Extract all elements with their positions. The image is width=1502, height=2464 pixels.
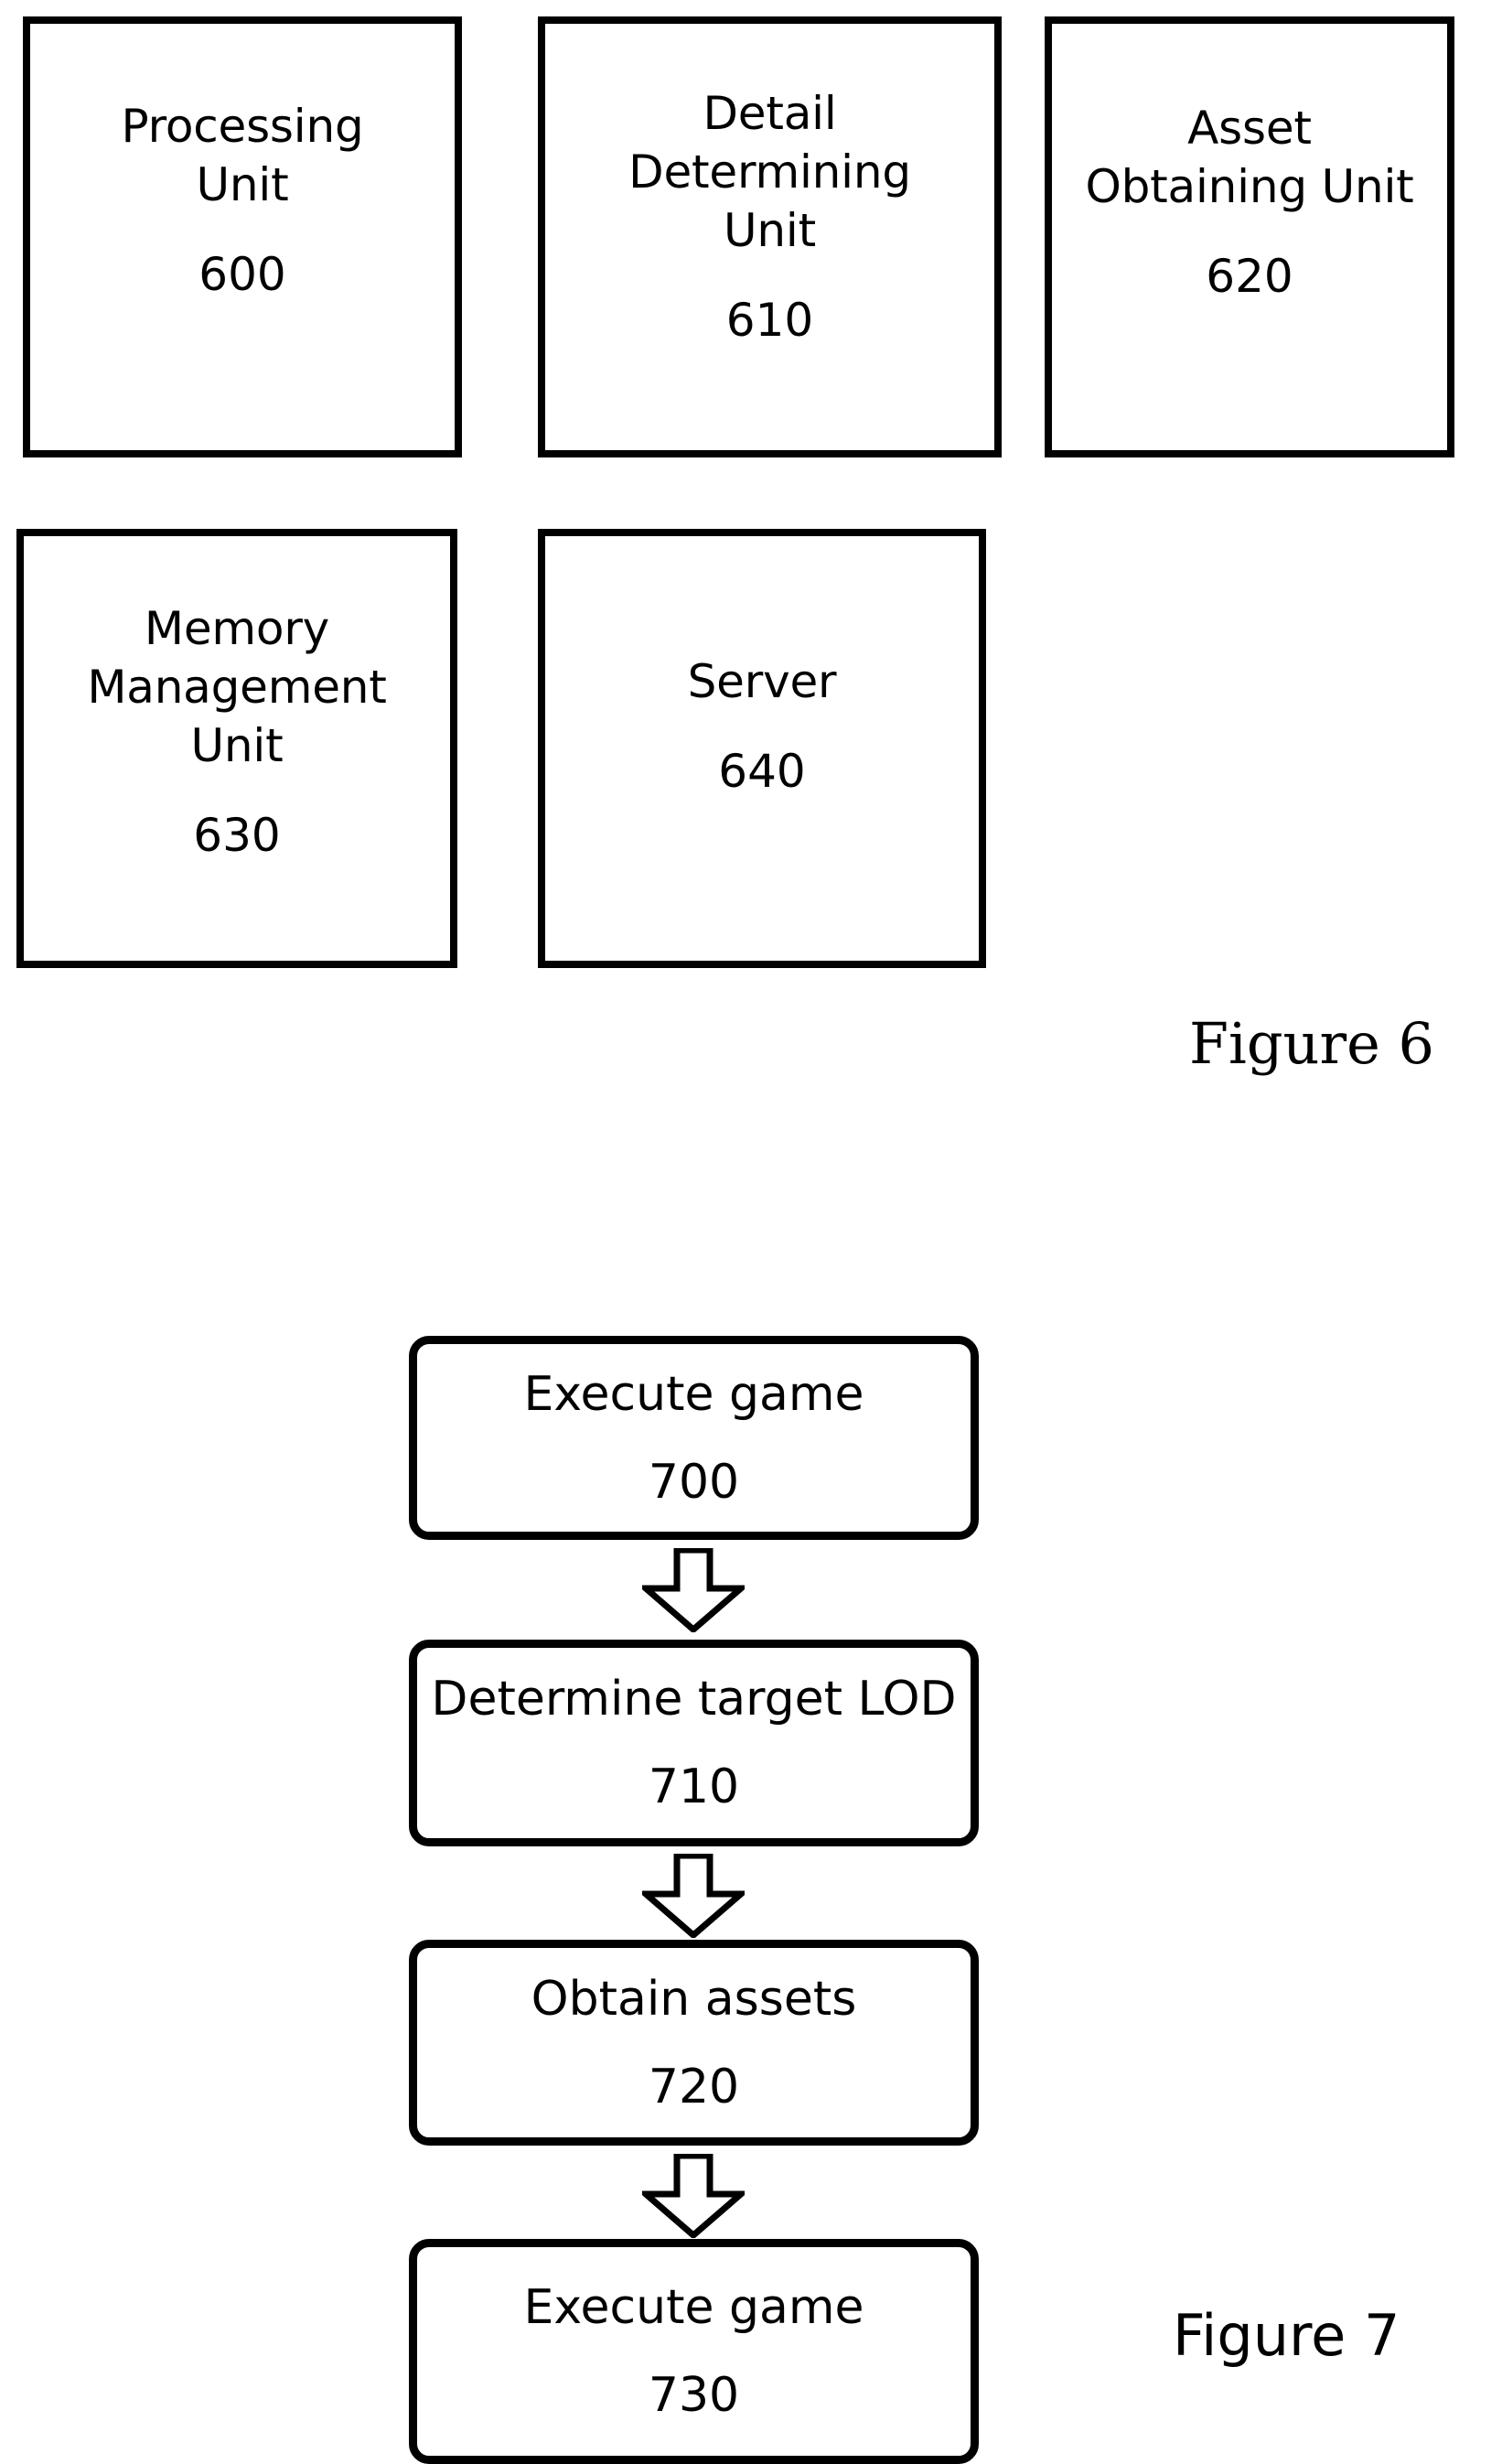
block-label-line: Server (687, 655, 837, 708)
block-label-line: Determining (628, 145, 911, 199)
reference-numeral: 710 (648, 1759, 740, 1814)
flow-step-label: Determine target LOD (431, 1672, 957, 1727)
flow-step-execute-game-700: Execute game 700 (409, 1336, 979, 1540)
block-label-line: Memory (144, 602, 330, 655)
block-label-line: Unit (724, 204, 816, 257)
block-label-line: Obtaining Unit (1085, 160, 1414, 213)
figure-6-caption: Figure 6 (1189, 1010, 1434, 1077)
flow-step-label: Obtain assets (531, 1971, 857, 2027)
block-server: Server 640 (538, 529, 986, 968)
reference-numeral: 640 (718, 745, 806, 798)
reference-numeral: 610 (725, 294, 814, 347)
block-label-line: Processing (121, 100, 364, 153)
reference-numeral: 620 (1206, 250, 1293, 303)
down-block-arrow-icon (642, 1548, 745, 1632)
block-label-line: Unit (190, 719, 284, 772)
block-label-line: Detail (703, 87, 837, 140)
block-content: Memory Management Unit 630 (24, 599, 450, 865)
reference-numeral: 600 (198, 248, 286, 301)
down-block-arrow-icon (642, 1854, 745, 1938)
reference-numeral: 630 (193, 809, 281, 862)
block-content: Detail Determining Unit 610 (545, 84, 994, 350)
block-content: Processing Unit 600 (30, 97, 455, 304)
block-label-line: Unit (196, 158, 289, 211)
block-processing-unit: Processing Unit 600 (23, 16, 462, 457)
reference-numeral: 720 (648, 2059, 740, 2114)
flow-step-label: Execute game (523, 2280, 864, 2335)
flow-step-obtain-assets-720: Obtain assets 720 (409, 1940, 979, 2146)
reference-numeral: 730 (648, 2368, 740, 2423)
block-asset-obtaining-unit: Asset Obtaining Unit 620 (1045, 16, 1454, 457)
flow-step-execute-game-730: Execute game 730 (409, 2239, 979, 2464)
block-detail-determining-unit: Detail Determining Unit 610 (538, 16, 1002, 457)
block-label-line: Asset (1187, 102, 1312, 155)
block-content: Server 640 (545, 652, 979, 801)
figure-7-caption: Figure 7 (1173, 2302, 1400, 2369)
block-content: Asset Obtaining Unit 620 (1052, 99, 1447, 306)
block-memory-management-unit: Memory Management Unit 630 (16, 529, 457, 968)
flow-step-label: Execute game (523, 1366, 864, 1422)
block-label-line: Management (87, 661, 387, 714)
flow-step-determine-target-lod-710: Determine target LOD 710 (409, 1640, 979, 1846)
down-block-arrow-icon (642, 2154, 745, 2238)
reference-numeral: 700 (648, 1454, 740, 1510)
